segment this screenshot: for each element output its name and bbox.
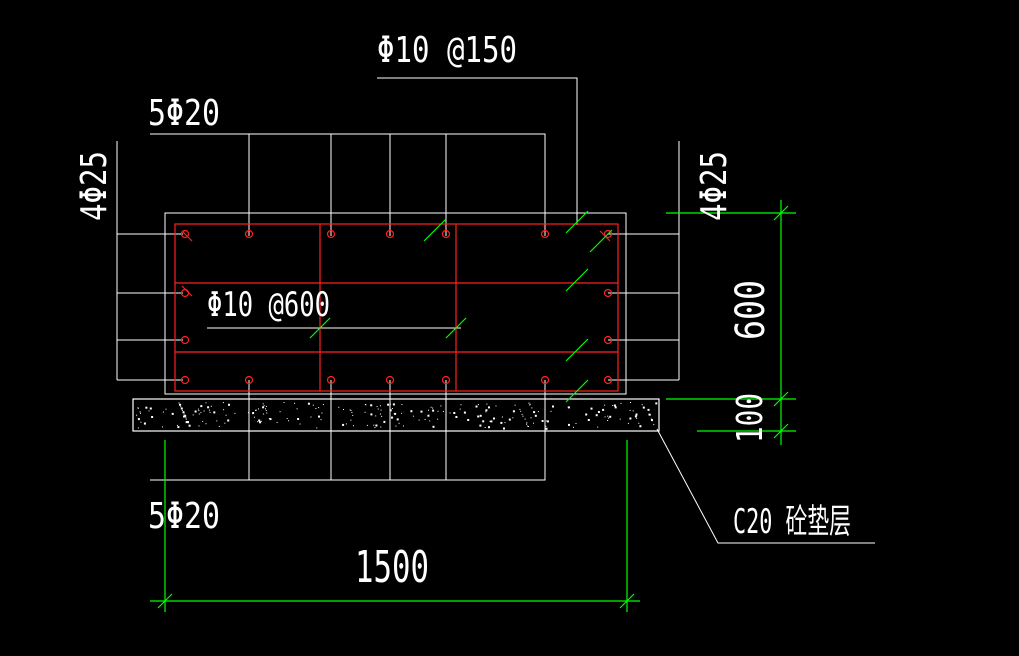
rebar-dot <box>180 375 190 385</box>
beam-outline <box>164 212 627 395</box>
right-side-bars-label: 4Φ25 <box>694 151 735 221</box>
dimension-lines <box>150 200 796 612</box>
rebar-dot <box>180 335 190 345</box>
height-dimension-label: 600 <box>728 280 774 340</box>
rebar-dot <box>540 375 550 385</box>
tie-bar-label: Φ10 @600 <box>207 285 330 325</box>
bottom-bars-label: 5Φ20 <box>148 496 220 537</box>
rebar-dot <box>603 375 613 385</box>
rebar-dot <box>180 288 190 298</box>
rebar-dot <box>603 229 613 239</box>
rebar-dot <box>326 229 336 239</box>
cushion-dimension-label: 100 <box>730 393 771 443</box>
cushion-layer <box>132 398 660 432</box>
rebar-dot <box>180 229 190 239</box>
rebar-dot <box>385 375 395 385</box>
rebar-dot <box>244 229 254 239</box>
rebar-dot <box>603 335 613 345</box>
rebar-dot <box>603 288 613 298</box>
cushion-label: C20 砼垫层 <box>733 502 851 542</box>
width-dimension-label: 1500 <box>355 542 429 593</box>
stirrup-label-top: Φ10 @150 <box>377 30 517 71</box>
rebar-dot <box>540 229 550 239</box>
rebar-dot <box>326 375 336 385</box>
rebar-dots <box>180 229 613 385</box>
rebar-dot <box>385 229 395 239</box>
rebar-cage <box>174 223 619 392</box>
leader-lines <box>116 77 875 544</box>
left-side-bars-label: 4Φ25 <box>74 151 115 221</box>
rebar-dot <box>441 375 451 385</box>
rebar-dot <box>244 375 254 385</box>
rebar-dot <box>441 229 451 239</box>
top-bars-label: 5Φ20 <box>148 93 220 134</box>
